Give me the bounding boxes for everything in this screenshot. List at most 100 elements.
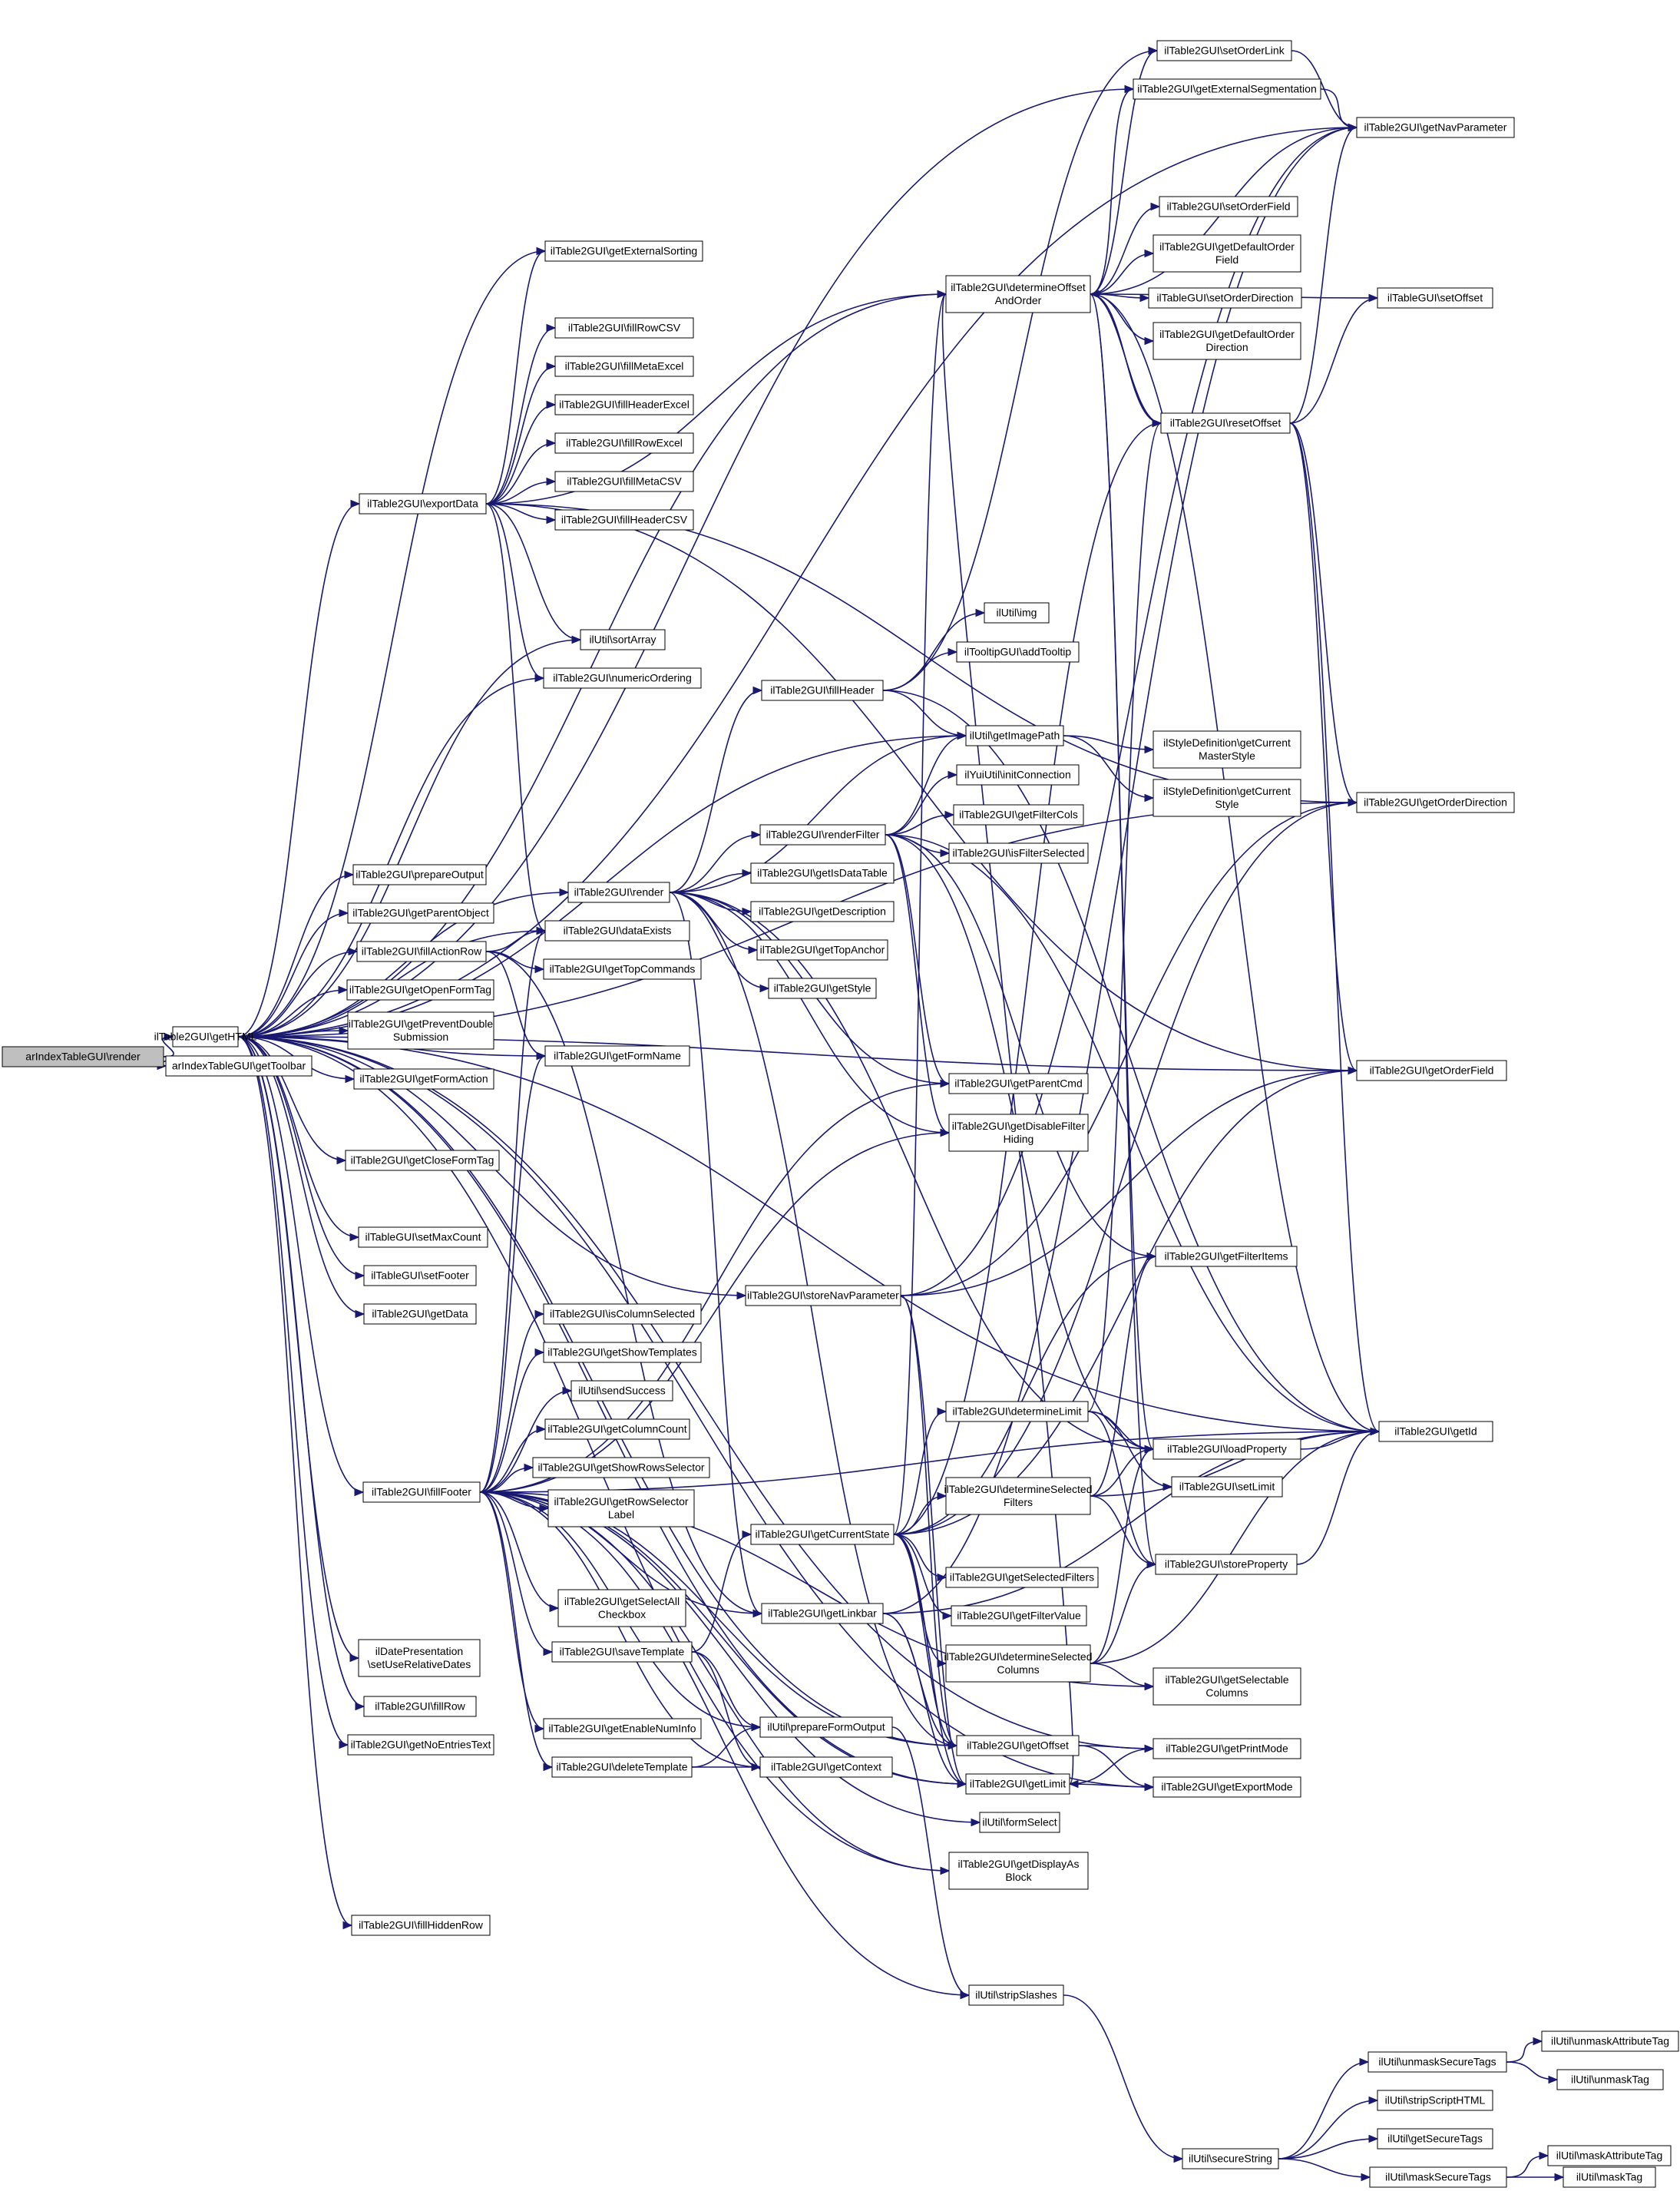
node-setOrderDirection[interactable]: ilTableGUI\setOrderDirection — [1148, 287, 1302, 309]
node-getParentObject[interactable]: ilTable2GUI\getParentObject — [347, 902, 494, 924]
node-getToolbar[interactable]: arIndexTableGUI\getToolbar — [165, 1055, 313, 1077]
node-fillHeader[interactable]: ilTable2GUI\fillHeader — [761, 680, 884, 701]
node-getParentCmd[interactable]: ilTable2GUI\getParentCmd — [948, 1073, 1089, 1094]
node-getContext[interactable]: ilTable2GUI\getContext — [759, 1756, 893, 1778]
node-determineLimit[interactable]: ilTable2GUI\determineLimit — [945, 1401, 1089, 1422]
node-render_t2[interactable]: ilTable2GUI\render — [567, 882, 670, 903]
node-getDescription[interactable]: ilTable2GUI\getDescription — [750, 901, 895, 922]
node-fillMetaCSV[interactable]: ilTable2GUI\fillMetaCSV — [554, 471, 694, 492]
node-exportData[interactable]: ilTable2GUI\exportData — [359, 493, 487, 515]
node-numericOrdering[interactable]: ilTable2GUI\numericOrdering — [543, 667, 702, 689]
node-dataExists[interactable]: ilTable2GUI\dataExists — [544, 920, 690, 942]
node-getId[interactable]: ilTable2GUI\getId — [1378, 1421, 1493, 1442]
node-getImagePath[interactable]: ilUtil\getImagePath — [965, 725, 1064, 746]
node-fillHiddenRow[interactable]: ilTable2GUI\fillHiddenRow — [351, 1915, 491, 1936]
node-getLimit[interactable]: ilTable2GUI\getLimit — [965, 1773, 1070, 1795]
node-setOrderLink[interactable]: ilTable2GUI\setOrderLink — [1156, 40, 1292, 61]
node-fillMetaExcel[interactable]: ilTable2GUI\fillMetaExcel — [554, 356, 694, 377]
node-fillHeaderCSV[interactable]: ilTable2GUI\fillHeaderCSV — [554, 509, 694, 531]
node-getFormAction[interactable]: ilTable2GUI\getFormAction — [353, 1068, 494, 1090]
node-setOffset[interactable]: ilTableGUI\setOffset — [1377, 287, 1493, 309]
node-getPrintMode[interactable]: ilTable2GUI\getPrintMode — [1153, 1738, 1301, 1759]
node-fillRowCSV[interactable]: ilTable2GUI\fillRowCSV — [554, 317, 694, 339]
node-getExternalSorting[interactable]: ilTable2GUI\getExternalSorting — [544, 240, 703, 262]
node-unmaskSecureTags[interactable]: ilUtil\unmaskSecureTags — [1367, 2051, 1507, 2073]
node-getOpenFormTag[interactable]: ilTable2GUI\getOpenFormTag — [346, 979, 494, 1001]
node-storeProperty[interactable]: ilTable2GUI\storeProperty — [1155, 1554, 1298, 1575]
node-getSecureTags[interactable]: ilUtil\getSecureTags — [1377, 2128, 1493, 2150]
node-getExternalSegmentation[interactable]: ilTable2GUI\getExternalSegmentation — [1133, 78, 1321, 100]
node-getCloseFormTag[interactable]: ilTable2GUI\getCloseFormTag — [345, 1150, 500, 1171]
node-getNavParameter[interactable]: ilTable2GUI\getNavParameter — [1356, 117, 1515, 138]
node-prepareFormOutput[interactable]: ilUtil\prepareFormOutput — [759, 1716, 893, 1738]
node-getFilterItems[interactable]: ilTable2GUI\getFilterItems — [1155, 1246, 1298, 1267]
node-getShowTemplates[interactable]: ilTable2GUI\getShowTemplates — [543, 1342, 702, 1363]
node-addTooltip[interactable]: ilTooltipGUI\addTooltip — [956, 641, 1080, 663]
node-getTopCommands[interactable]: ilTable2GUI\getTopCommands — [543, 958, 702, 980]
node-isColumnSelected[interactable]: ilTable2GUI\isColumnSelected — [543, 1303, 702, 1325]
node-getEnableNumInfo[interactable]: ilTable2GUI\getEnableNumInfo — [543, 1718, 702, 1739]
node-isFilterSelected[interactable]: ilTable2GUI\isFilterSelected — [948, 842, 1089, 864]
node-secureString[interactable]: ilUtil\secureString — [1182, 2148, 1279, 2169]
node-sortArray[interactable]: ilUtil\sortArray — [580, 629, 666, 650]
node-stripScriptHTML[interactable]: ilUtil\stripScriptHTML — [1377, 2090, 1493, 2111]
node-getColumnCount[interactable]: ilTable2GUI\getColumnCount — [544, 1418, 690, 1440]
node-img[interactable]: ilUtil\img — [984, 602, 1050, 624]
node-sendSuccess[interactable]: ilUtil\sendSuccess — [570, 1380, 673, 1402]
node-getSelectedFilters[interactable]: ilTable2GUI\getSelectedFilters — [945, 1567, 1099, 1588]
node-fillRowExcel[interactable]: ilTable2GUI\fillRowExcel — [554, 432, 694, 454]
node-initConnection[interactable]: ilYuiUtil\initConnection — [956, 764, 1080, 786]
node-getTopAnchor[interactable]: ilTable2GUI\getTopAnchor — [756, 939, 888, 961]
node-getFilterValue[interactable]: ilTable2GUI\getFilterValue — [951, 1605, 1087, 1627]
node-ilDatePresentation[interactable]: ilDatePresentation\setUseRelativeDates — [358, 1639, 481, 1677]
node-maskSecureTags[interactable]: ilUtil\maskSecureTags — [1369, 2166, 1507, 2188]
node-setFooter[interactable]: ilTableGUI\setFooter — [363, 1265, 477, 1286]
node-fillHeaderExcel[interactable]: ilTable2GUI\fillHeaderExcel — [554, 394, 694, 415]
node-storeNavParameter[interactable]: ilTable2GUI\storeNavParameter — [745, 1285, 901, 1306]
node-stripSlashes[interactable]: ilUtil\stripSlashes — [968, 1984, 1064, 2006]
node-maskTag[interactable]: ilUtil\maskTag — [1563, 2166, 1656, 2188]
node-saveTemplate[interactable]: ilTable2GUI\saveTemplate — [551, 1641, 693, 1663]
node-getOffset[interactable]: ilTable2GUI\getOffset — [956, 1735, 1080, 1756]
node-getLinkbar[interactable]: ilTable2GUI\getLinkbar — [761, 1603, 884, 1624]
node-getFilterCols[interactable]: ilTable2GUI\getFilterCols — [953, 804, 1084, 826]
node-resetOffset[interactable]: ilTable2GUI\resetOffset — [1160, 412, 1291, 434]
node-fillActionRow[interactable]: ilTable2GUI\fillActionRow — [356, 941, 487, 962]
node-getFormName[interactable]: ilTable2GUI\getFormName — [544, 1045, 690, 1067]
node-getExportMode[interactable]: ilTable2GUI\getExportMode — [1153, 1776, 1301, 1798]
node-getShowRowsSelector[interactable]: ilTable2GUI\getShowRowsSelector — [532, 1457, 710, 1478]
node-getHTML[interactable]: ilTable2GUI\getHTML — [154, 1026, 257, 1048]
node-render_ar[interactable]: arIndexTableGUI\render — [2, 1046, 164, 1067]
node-getData[interactable]: ilTable2GUI\getData — [363, 1303, 477, 1325]
node-fillFooter[interactable]: ilTable2GUI\fillFooter — [362, 1481, 481, 1503]
node-getOrderField[interactable]: ilTable2GUI\getOrderField — [1356, 1060, 1507, 1081]
node-getNoEntriesText[interactable]: ilTable2GUI\getNoEntriesText — [347, 1734, 494, 1756]
node-setMaxCount[interactable]: ilTableGUI\setMaxCount — [358, 1226, 488, 1248]
node-fillRow[interactable]: ilTable2GUI\fillRow — [363, 1696, 477, 1717]
node-getIsDataTable[interactable]: ilTable2GUI\getIsDataTable — [750, 862, 895, 884]
node-unmaskAttributeTag[interactable]: ilUtil\unmaskAttributeTag — [1541, 2030, 1679, 2052]
node-getOrderDirection[interactable]: ilTable2GUI\getOrderDirection — [1356, 792, 1515, 813]
node-getStyle[interactable]: ilTable2GUI\getStyle — [768, 978, 877, 999]
node-formSelect[interactable]: ilUtil\formSelect — [979, 1812, 1060, 1833]
node-getCurrentState[interactable]: ilTable2GUI\getCurrentState — [750, 1524, 895, 1545]
node-maskAttributeTag[interactable]: ilUtil\maskAttributeTag — [1547, 2145, 1672, 2166]
node-renderFilter[interactable]: ilTable2GUI\renderFilter — [759, 824, 886, 846]
node-loadProperty[interactable]: ilTable2GUI\loadProperty — [1153, 1438, 1301, 1460]
node-unmaskTag[interactable]: ilUtil\unmaskTag — [1556, 2069, 1664, 2090]
node-setLimit[interactable]: ilTable2GUI\setLimit — [1171, 1476, 1283, 1498]
node-setOrderField[interactable]: ilTable2GUI\setOrderField — [1159, 196, 1298, 217]
